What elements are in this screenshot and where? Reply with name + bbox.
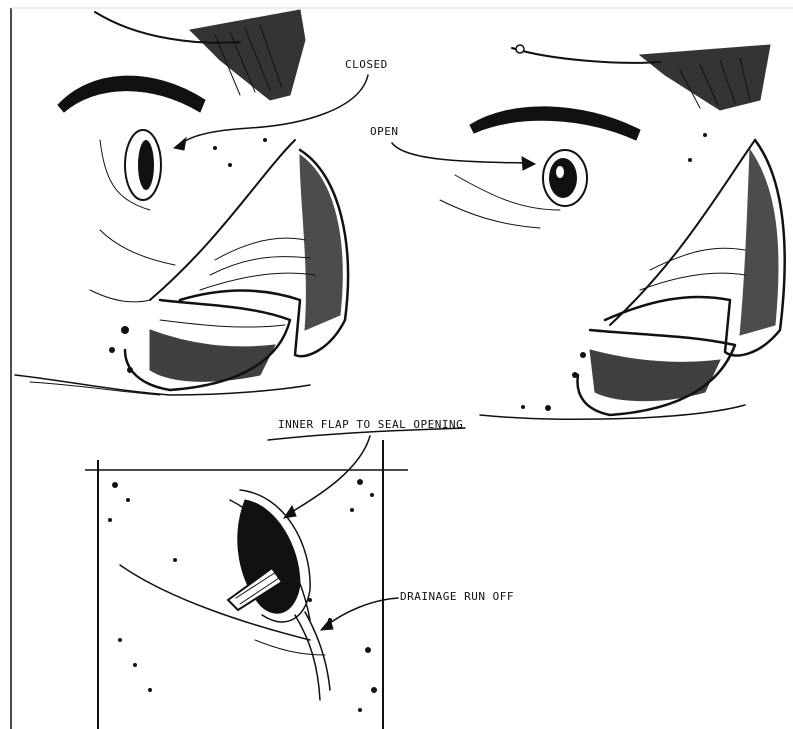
drainage-arrow [327,598,398,625]
inner-flap-arrowhead [284,506,296,518]
closed-arrowhead [174,138,186,150]
open-arrowhead [522,157,535,170]
right-puffin-head-drawing [440,45,785,419]
open-arrow [392,143,525,163]
inner-flap-arrow [290,436,370,513]
label-drainage: DRAINAGE RUN OFF [400,590,514,603]
left-puffin-head-drawing [15,10,348,395]
label-closed: CLOSED [345,58,388,71]
nostril-detail-drawing [85,440,408,729]
label-open: OPEN [370,125,399,138]
